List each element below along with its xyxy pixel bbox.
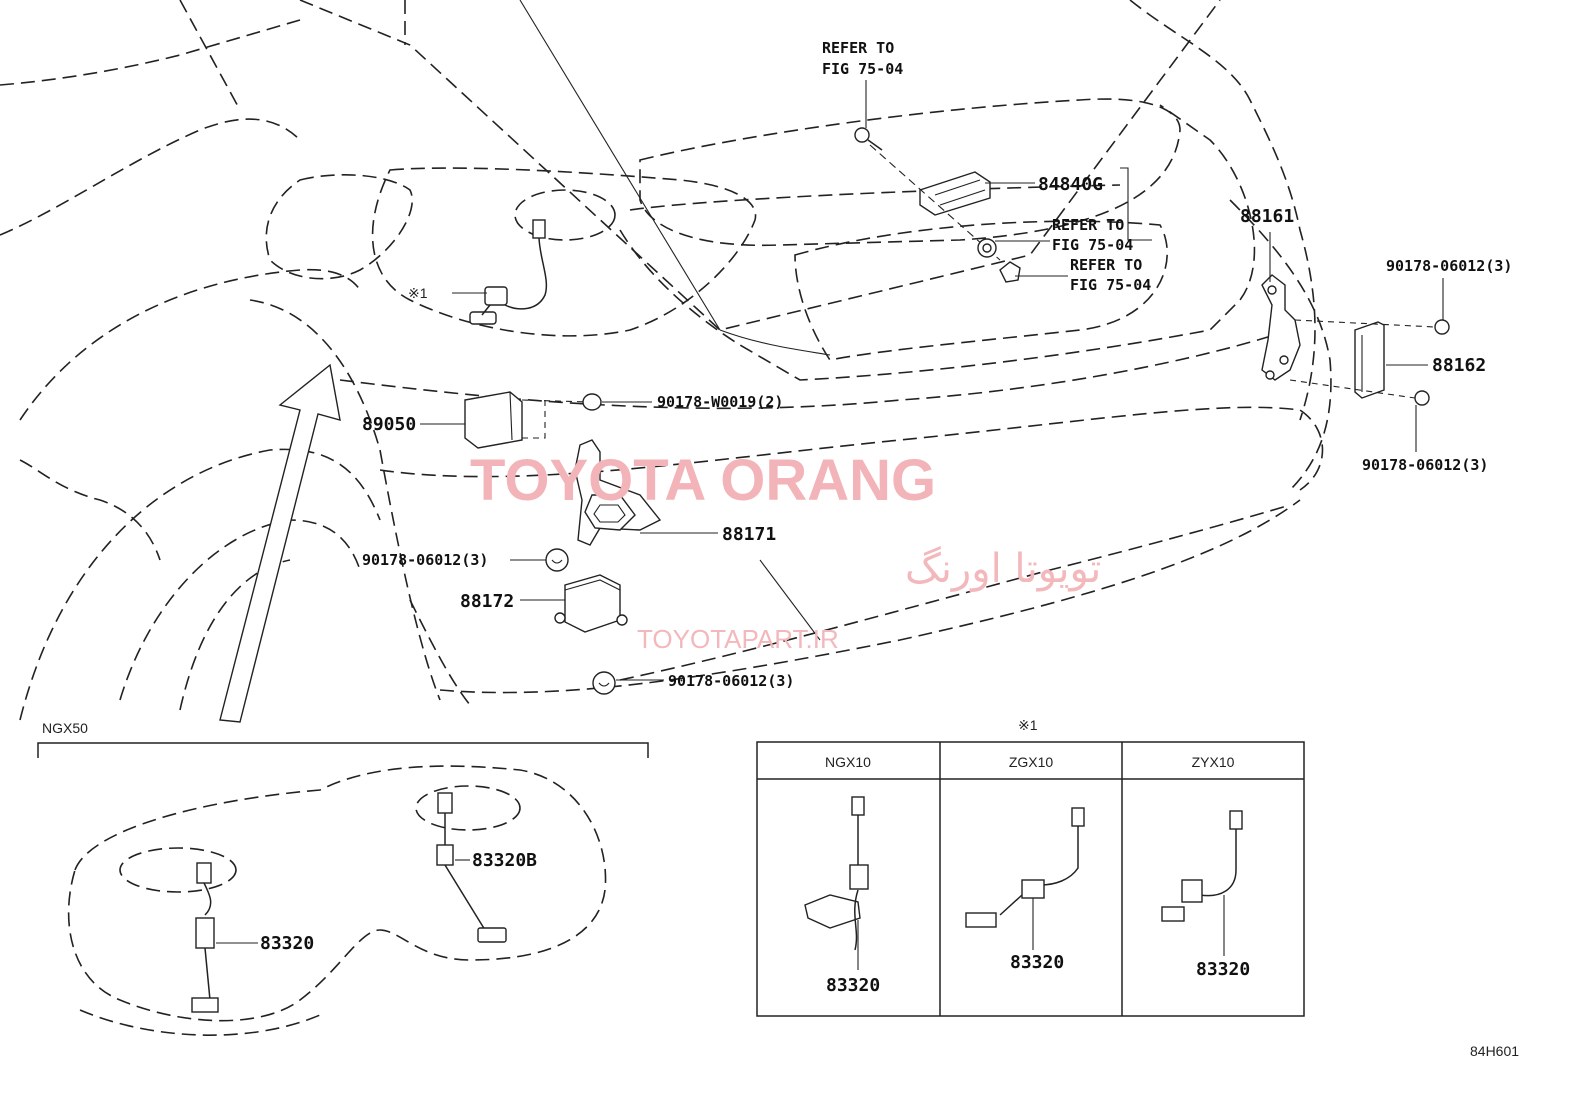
clip-left-icon xyxy=(545,548,569,572)
mark-1-main: ※1 xyxy=(408,285,428,301)
refer-mid2-line1: REFER TO xyxy=(1070,256,1142,274)
part-88171-bracket xyxy=(574,439,662,546)
label-83320-zyx10: 83320 xyxy=(1196,959,1250,980)
label-88161: 88161 xyxy=(1240,206,1294,227)
sender-zgx10-illustration xyxy=(965,807,1085,950)
bolt-top-icon xyxy=(854,127,883,151)
main-callout-labels: REFER TO FIG 75-04 84840G REFER TO FIG 7… xyxy=(362,39,1512,690)
nut-icon xyxy=(977,238,997,258)
ngx50-inset: NGX50 83320B 83320 xyxy=(37,720,649,1036)
table-header-zgx10: ZGX10 xyxy=(1009,754,1054,770)
watermark-brand: TOYOTA ORANG xyxy=(470,448,936,513)
fuel-pump-connector-illustration xyxy=(469,189,616,325)
watermark-persian: تویوتا اورنگ xyxy=(905,546,1101,592)
label-83320-ngx50: 83320 xyxy=(260,933,314,954)
refer-top-line1: REFER TO xyxy=(822,39,894,57)
leader-lines xyxy=(420,80,1444,681)
label-90178-06012-l: 90178-06012(3) xyxy=(362,551,488,569)
part-88172-sensor xyxy=(554,574,628,633)
label-88162: 88162 xyxy=(1432,355,1486,376)
table-header-ngx10: NGX10 xyxy=(825,754,871,770)
part-89050-ecu xyxy=(464,391,602,449)
part-84840g-switch xyxy=(869,144,1001,261)
variant-table: ※1 NGX10 ZGX10 ZYX10 xyxy=(756,717,1305,1017)
car-body-outline xyxy=(0,0,1332,721)
variant-table-mark: ※1 xyxy=(1018,717,1038,733)
label-89050: 89050 xyxy=(362,414,416,435)
figure-code: 84H601 xyxy=(1470,1043,1519,1059)
label-90178-06012-r: 90178-06012(3) xyxy=(1362,456,1488,474)
sender-ngx10-illustration xyxy=(804,796,869,970)
label-83320b: 83320B xyxy=(472,850,537,871)
refer-mid1-line2: FIG 75-04 xyxy=(1052,236,1133,254)
clip-bottom-icon xyxy=(592,671,616,695)
label-90178-06012-tr: 90178-06012(3) xyxy=(1386,257,1512,275)
part-88162-sensor xyxy=(1289,319,1450,406)
label-88172: 88172 xyxy=(460,591,514,612)
label-83320-ngx10: 83320 xyxy=(826,975,880,996)
label-90178-06012-b: 90178-06012(3) xyxy=(668,672,794,690)
watermark: TOYOTA ORANG تویوتا اورنگ TOYOTAPART.IR xyxy=(470,448,1101,654)
refer-mid2-line2: FIG 75-04 xyxy=(1070,276,1151,294)
sender-zyx10-illustration xyxy=(1161,810,1243,956)
label-84840g: 84840G xyxy=(1038,174,1103,195)
refer-top-line2: FIG 75-04 xyxy=(822,60,903,78)
clip-icon xyxy=(999,261,1021,283)
watermark-site: TOYOTAPART.IR xyxy=(637,624,839,654)
refer-mid1-line1: REFER TO xyxy=(1052,216,1124,234)
ngx50-title: NGX50 xyxy=(42,720,88,736)
part-88161-bracket xyxy=(1261,274,1301,381)
label-90178-w0019: 90178-W0019(2) xyxy=(657,393,783,411)
direction-arrow xyxy=(219,363,341,723)
label-83320-zgx10: 83320 xyxy=(1010,952,1064,973)
label-88171: 88171 xyxy=(722,524,776,545)
table-header-zyx10: ZYX10 xyxy=(1192,754,1235,770)
